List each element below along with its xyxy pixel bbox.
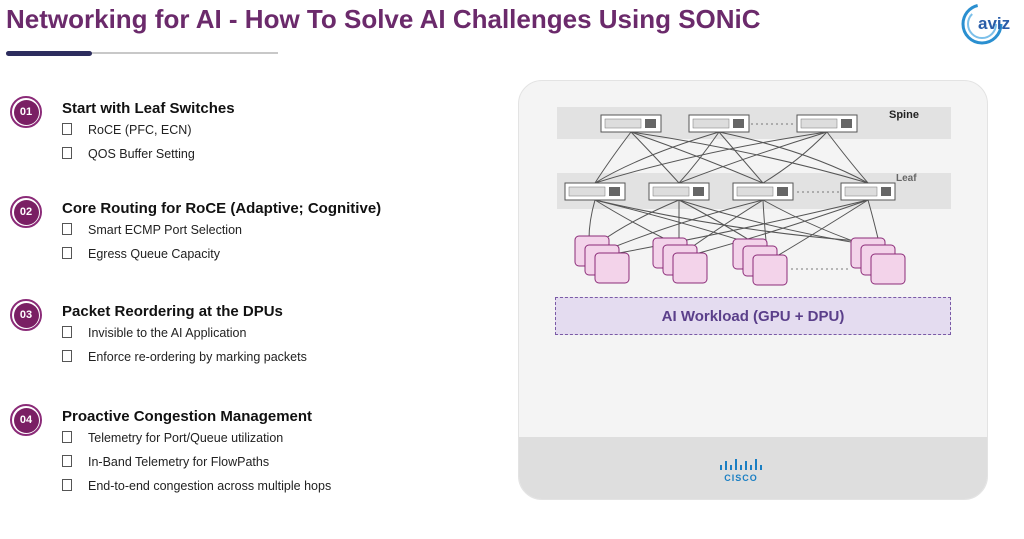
- bullet-icon: [62, 223, 72, 235]
- logo-text: aviz: [978, 14, 1011, 33]
- page-title: Networking for AI - How To Solve AI Chal…: [6, 4, 761, 34]
- step-badge: 02: [10, 196, 42, 228]
- bullet-icon: [62, 147, 72, 159]
- network-diagram-panel: Spine Leaf AI Workload (GPU + DPU) CISCO: [518, 80, 988, 500]
- gpu-node-group-2-icon: [652, 237, 708, 284]
- step-bullet: Egress Queue Capacity: [62, 247, 220, 261]
- bullet-icon: [62, 350, 72, 362]
- leaf-switch-3-icon: [732, 182, 794, 201]
- leaf-switch-2-icon: [648, 182, 710, 201]
- cisco-label: CISCO: [724, 473, 758, 483]
- spine-label: Spine: [889, 109, 919, 121]
- title-underline-accent: [6, 51, 92, 56]
- step-bullet: Enforce re-ordering by marking packets: [62, 350, 307, 364]
- cisco-logo-icon: [720, 459, 762, 470]
- step-bullet: QOS Buffer Setting: [62, 147, 195, 161]
- step-title: Packet Reordering at the DPUs: [62, 303, 283, 320]
- cisco-label-wrap: CISCO: [719, 473, 763, 483]
- gpu-node-group-3-icon: [732, 238, 788, 286]
- gpu-node-group-1-icon: [574, 235, 630, 284]
- spine-switch-3-icon: [796, 114, 858, 133]
- step-bullet: RoCE (PFC, ECN): [62, 123, 191, 137]
- spine-switch-2-icon: [688, 114, 750, 133]
- step-badge: 04: [10, 404, 42, 436]
- bullet-icon: [62, 326, 72, 338]
- bullet-icon: [62, 123, 72, 135]
- step-bullet: End-to-end congestion across multiple ho…: [62, 479, 331, 493]
- spine-leaf-links: [594, 131, 869, 184]
- step-bullet: Telemetry for Port/Queue utilization: [62, 431, 283, 445]
- step-badge: 03: [10, 299, 42, 331]
- aviz-logo-icon: [961, 3, 1003, 45]
- step-title: Proactive Congestion Management: [62, 408, 313, 425]
- network-topology-diagram: [557, 107, 951, 470]
- ai-workload-box: AI Workload (GPU + DPU): [555, 297, 951, 335]
- step-title: Start with Leaf Switches: [62, 100, 235, 117]
- step-title: Core Routing for RoCE (Adaptive; Cogniti…: [62, 200, 382, 217]
- spine-switch-1-icon: [600, 114, 662, 133]
- leaf-switch-4-icon: [840, 182, 896, 201]
- bullet-icon: [62, 247, 72, 259]
- panel-footer: [519, 437, 987, 499]
- step-badge: 01: [10, 96, 42, 128]
- step-bullet: Invisible to the AI Application: [62, 326, 246, 340]
- title-underline: [6, 52, 278, 54]
- bullet-icon: [62, 431, 72, 443]
- bullet-icon: [62, 455, 72, 467]
- step-bullet: In-Band Telemetry for FlowPaths: [62, 455, 269, 469]
- leaf-switch-1-icon: [564, 182, 626, 201]
- gpu-node-group-4-icon: [850, 237, 906, 285]
- leaf-label: Leaf: [896, 173, 917, 184]
- step-bullet: Smart ECMP Port Selection: [62, 223, 242, 237]
- bullet-icon: [62, 479, 72, 491]
